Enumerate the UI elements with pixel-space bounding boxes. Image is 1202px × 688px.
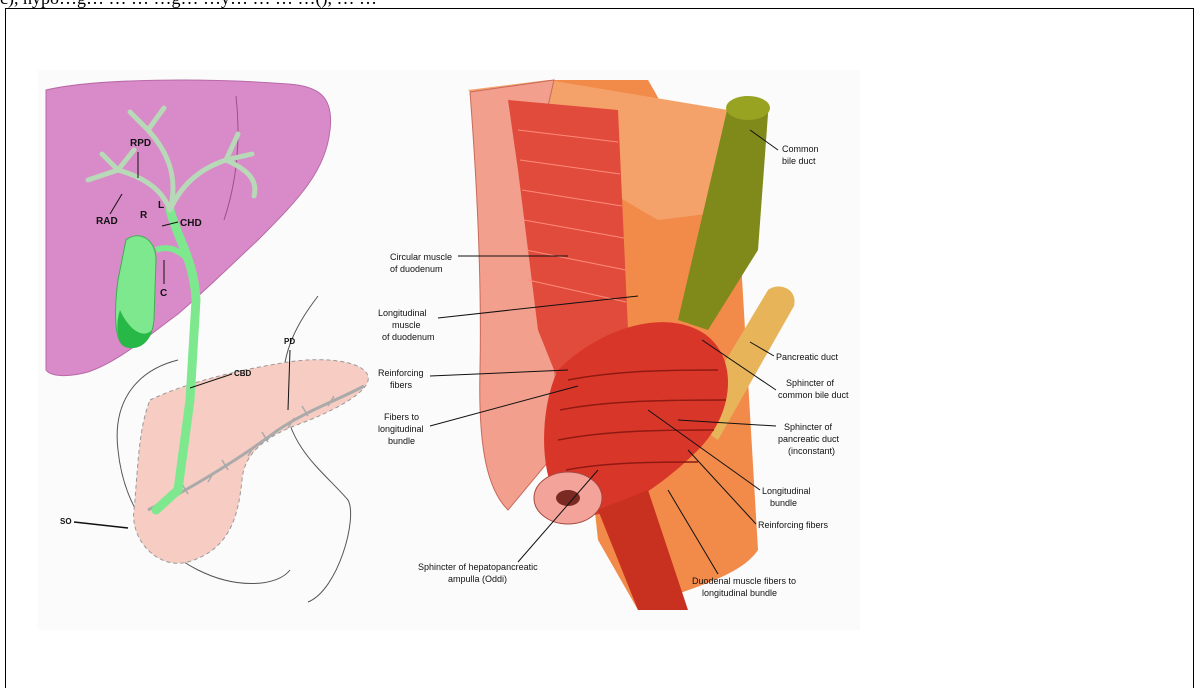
label-fibers-to-bundle-2: longitudinal (378, 424, 424, 434)
label-reinforcing-fibers-left-1: Reinforcing (378, 368, 424, 378)
label-oddi-2: ampulla (Oddi) (448, 574, 507, 584)
label-longitudinal-muscle-1: Longitudinal (378, 308, 427, 318)
label-chd: CHD (180, 218, 202, 229)
label-longitudinal-muscle-2: muscle (392, 320, 421, 330)
anatomy-figure: RPD RAD R L CHD C CBD PD SO Common bile … (38, 70, 860, 630)
label-sphincter-cbd-2: common bile duct (778, 390, 849, 400)
label-pd: PD (284, 337, 295, 346)
label-c: C (160, 288, 167, 299)
label-rpd: RPD (130, 138, 151, 149)
label-cbd: CBD (234, 369, 252, 378)
label-fibers-to-bundle-1: Fibers to (384, 412, 419, 422)
label-sphincter-pd-2: pancreatic duct (778, 434, 840, 444)
label-r: R (140, 210, 148, 221)
ampulla-opening-inner (556, 490, 580, 506)
label-sphincter-pd-3: (inconstant) (788, 446, 835, 456)
label-longitudinal-bundle-1: Longitudinal (762, 486, 811, 496)
clipped-header-text: c), hypo…g… … … …g… …y… … … …(), … … (0, 0, 377, 8)
label-pancreatic-duct: Pancreatic duct (776, 352, 839, 362)
label-common-bile-duct-1: Common (782, 144, 819, 154)
label-longitudinal-muscle-3: of duodenum (382, 332, 435, 342)
label-rad: RAD (96, 216, 118, 227)
clipped-header-strip: c), hypo…g… … … …g… …y… … … …(), … … (0, 0, 1202, 8)
label-longitudinal-bundle-2: bundle (770, 498, 797, 508)
label-sphincter-pd-1: Sphincter of (784, 422, 833, 432)
label-reinforcing-fibers-right: Reinforcing fibers (758, 520, 829, 530)
label-circular-muscle-1: Circular muscle (390, 252, 452, 262)
label-common-bile-duct-2: bile duct (782, 156, 816, 166)
label-reinforcing-fibers-left-2: fibers (390, 380, 413, 390)
label-oddi-1: Sphincter of hepatopancreatic (418, 562, 538, 572)
label-sphincter-cbd-1: Sphincter of (786, 378, 835, 388)
bile-duct-opening (726, 96, 770, 120)
label-fibers-to-bundle-3: bundle (388, 436, 415, 446)
label-l: L (158, 200, 164, 211)
label-so: SO (60, 517, 72, 526)
label-circular-muscle-2: of duodenum (390, 264, 443, 274)
label-duodenal-fibers-2: longitudinal bundle (702, 588, 777, 598)
label-duodenal-fibers-1: Duodenal muscle fibers to (692, 576, 796, 586)
